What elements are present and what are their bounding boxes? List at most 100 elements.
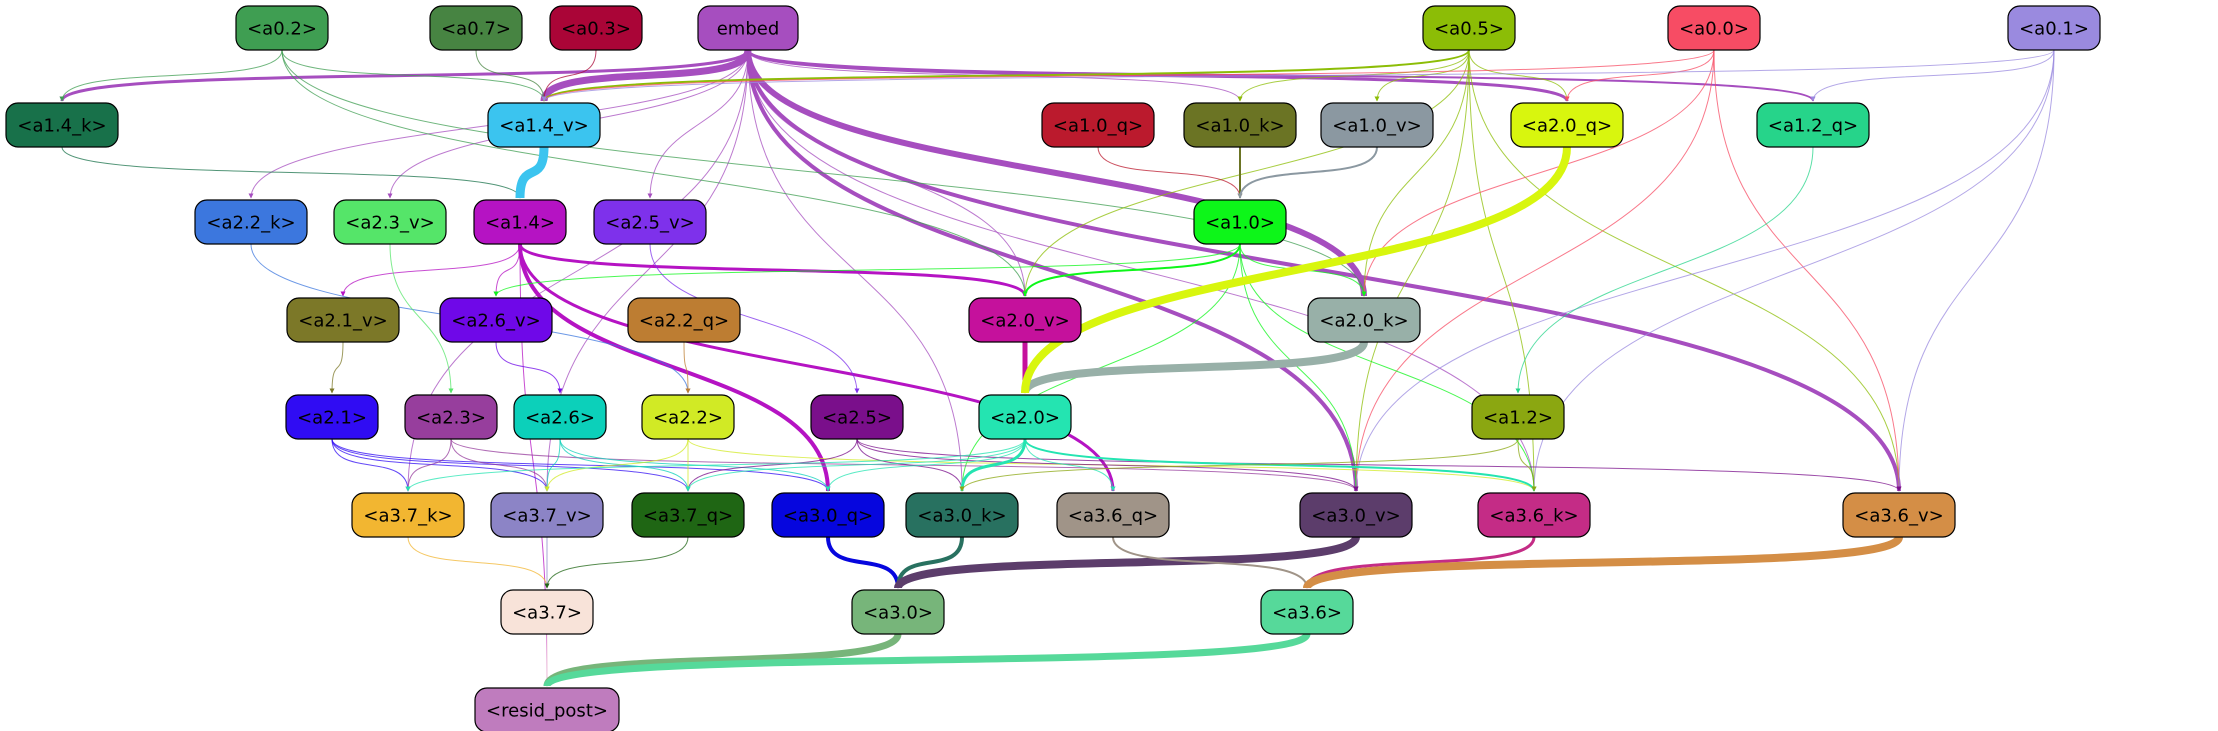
node-a2-0-q[interactable]: <a2.0_q> — [1510, 102, 1624, 148]
node-a2-0-v[interactable]: <a2.0_v> — [968, 297, 1082, 343]
edge-a2-3-v-to-a2-3 — [389, 243, 454, 394]
edge-a2-0-q-to-a2-0 — [1021, 146, 1571, 394]
edge-a2-2-q-to-a2-2 — [683, 341, 691, 394]
node-a0-1[interactable]: <a0.1> — [2007, 5, 2101, 51]
node-a2-5[interactable]: <a2.5> — [810, 394, 904, 440]
node-a0-7[interactable]: <a0.7> — [429, 5, 523, 51]
node-a3-7-v[interactable]: <a3.7_v> — [490, 492, 604, 538]
node-label: <resid_post> — [486, 701, 608, 722]
node-a2-1-v[interactable]: <a2.1_v> — [286, 297, 400, 343]
node-box — [5, 102, 119, 148]
edge-a0-1-to-a1-2-q — [1810, 49, 2055, 102]
node-a2-3-v[interactable]: <a2.3_v> — [333, 199, 447, 245]
node-label: <a1.2> — [1483, 408, 1553, 429]
node-box — [1477, 492, 1591, 538]
node-a3-0-q[interactable]: <a3.0_q> — [771, 492, 885, 538]
node-box — [593, 199, 707, 245]
node-a3-6-k[interactable]: <a3.6_k> — [1477, 492, 1591, 538]
node-a1-0-k[interactable]: <a1.0_k> — [1183, 102, 1297, 148]
node-a2-2-k[interactable]: <a2.2_k> — [194, 199, 308, 245]
node-a3-0-k[interactable]: <a3.0_k> — [905, 492, 1019, 538]
node-a2-0-k[interactable]: <a2.0_k> — [1307, 297, 1421, 343]
node-a1-4-v[interactable]: <a1.4_v> — [487, 102, 601, 148]
node-label: <a0.5> — [1434, 19, 1504, 40]
node-label: <a0.1> — [2019, 19, 2089, 40]
node-label: <a1.0_v> — [1332, 116, 1421, 137]
node-a1-4-k[interactable]: <a1.4_k> — [5, 102, 119, 148]
node-label: <a3.0> — [863, 603, 933, 624]
node-a0-5[interactable]: <a0.5> — [1422, 5, 1516, 51]
node-a2-5-v[interactable]: <a2.5_v> — [593, 199, 707, 245]
edge-a2-5-v-to-a2-5 — [649, 243, 860, 394]
node-box — [1842, 492, 1956, 538]
edge-embed-to-a2-0-k — [745, 49, 1367, 297]
node-label: <a2.0> — [990, 408, 1060, 429]
node-box — [1260, 589, 1354, 635]
node-box — [473, 199, 567, 245]
node-a1-4[interactable]: <a1.4> — [473, 199, 567, 245]
node-label: <a3.7> — [512, 603, 582, 624]
node-a0-0[interactable]: <a0.0> — [1667, 5, 1761, 51]
node-box — [404, 394, 498, 440]
node-a2-6[interactable]: <a2.6> — [513, 394, 607, 440]
node-box — [905, 492, 1019, 538]
node-a0-3[interactable]: <a0.3> — [549, 5, 643, 51]
node-a2-3[interactable]: <a2.3> — [404, 394, 498, 440]
edge-a1-4-v-to-a1-4 — [515, 146, 549, 199]
node-a3-7-q[interactable]: <a3.7_q> — [631, 492, 745, 538]
node-label: <a2.0_k> — [1319, 311, 1408, 332]
node-a1-0-q[interactable]: <a1.0_q> — [1041, 102, 1155, 148]
node-label: <a3.0_v> — [1311, 506, 1400, 527]
node-label: <a3.7_k> — [363, 506, 452, 527]
edge-a0-2-to-a1-4-k — [59, 49, 283, 102]
node-a3-0[interactable]: <a3.0> — [851, 589, 945, 635]
node-a2-6-v[interactable]: <a2.6_v> — [439, 297, 553, 343]
node-a3-7-k[interactable]: <a3.7_k> — [351, 492, 465, 538]
node-label: embed — [717, 19, 780, 40]
node-a2-2[interactable]: <a2.2> — [641, 394, 735, 440]
edge-a0-1-to-a3-6-v — [1896, 49, 2055, 492]
edge-a2-0-to-a3-0-q — [825, 438, 1026, 492]
node-a2-2-q[interactable]: <a2.2_q> — [627, 297, 741, 343]
node-a1-2-q[interactable]: <a1.2_q> — [1756, 102, 1870, 148]
node-a1-0[interactable]: <a1.0> — [1193, 199, 1287, 245]
node-box — [2007, 5, 2101, 51]
node-box — [1510, 102, 1624, 148]
node-a3-7[interactable]: <a3.7> — [500, 589, 594, 635]
node-a2-0[interactable]: <a2.0> — [978, 394, 1072, 440]
edge-embed-to-a2-5-v — [647, 49, 749, 199]
edge-a2-5-to-a3-0-v — [856, 438, 1359, 492]
node-label: <a2.5> — [822, 408, 892, 429]
edge-a2-0-to-a3-7-q — [685, 438, 1026, 492]
node-a3-6-v[interactable]: <a3.6_v> — [1842, 492, 1956, 538]
node-a1-2[interactable]: <a1.2> — [1471, 394, 1565, 440]
node-a3-6[interactable]: <a3.6> — [1260, 589, 1354, 635]
node-box — [771, 492, 885, 538]
node-label: <a1.2_q> — [1768, 116, 1858, 137]
edge-a1-4-to-a2-0-v — [518, 243, 1028, 297]
node-box — [549, 5, 643, 51]
edge-a0-3-to-a1-4-v — [541, 49, 597, 102]
node-a0-2[interactable]: <a0.2> — [235, 5, 329, 51]
edge-a2-3-to-a3-7-v — [450, 438, 550, 492]
node-box — [500, 589, 594, 635]
edge-a1-0-to-a2-6-v — [493, 243, 1241, 297]
node-a3-0-v[interactable]: <a3.0_v> — [1299, 492, 1413, 538]
node-label: <a0.0> — [1679, 19, 1749, 40]
edge-a3-0-v-to-a3-0 — [894, 535, 1360, 590]
edge-a1-2-q-to-a1-2 — [1515, 146, 1814, 394]
node-a2-1[interactable]: <a2.1> — [285, 394, 379, 440]
node-a3-6-q[interactable]: <a3.6_q> — [1056, 492, 1170, 538]
node-box — [1756, 102, 1870, 148]
node-box — [429, 5, 523, 51]
edge-a1-0-to-a2-0-v — [1022, 243, 1241, 297]
edge-a0-5-to-a1-0-v — [1374, 49, 1470, 102]
edge-a0-5-to-a3-6-v — [1468, 49, 1902, 492]
node-box — [978, 394, 1072, 440]
node-embed[interactable]: embed — [697, 5, 799, 51]
node-resid-post[interactable]: <resid_post> — [474, 687, 620, 731]
node-a1-0-v[interactable]: <a1.0_v> — [1320, 102, 1434, 148]
node-box — [286, 297, 400, 343]
edge-a0-0-to-a3-6-v — [1713, 49, 1902, 492]
